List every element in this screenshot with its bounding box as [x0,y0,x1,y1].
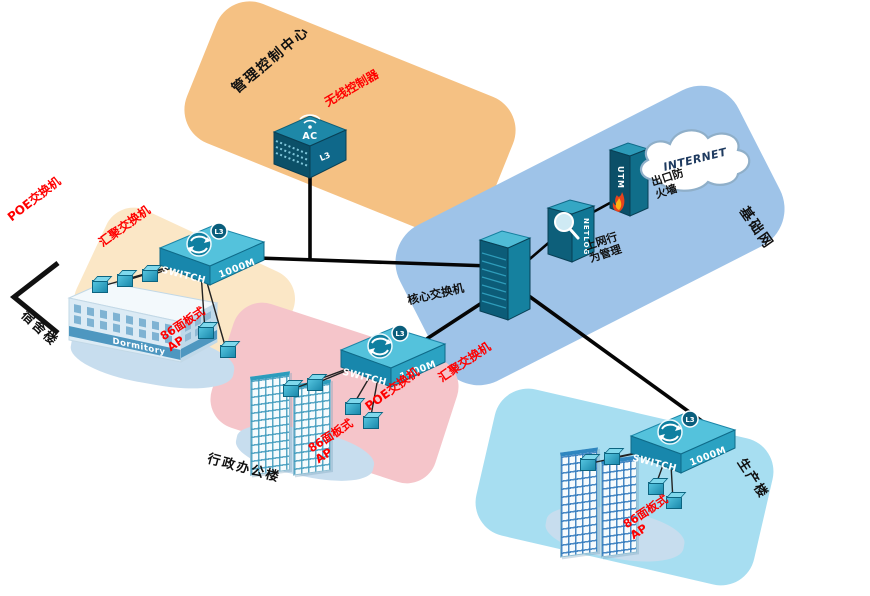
netlog-label: NETLOG [582,218,590,255]
ap-device [307,378,323,391]
circular-arrows-icon [367,333,393,359]
ac-body [272,115,348,179]
ap-device [92,280,108,293]
l3-badge: L3 [391,324,409,342]
ap-device [220,345,236,358]
core-switch-body [478,230,532,321]
utm-label: UTM [616,166,625,189]
annotation-dorm-poe: POE交换机 [4,174,64,225]
l3-badge-label: L3 [395,330,404,338]
dorm-aggregation-switch: L3 SWITCH 1000M [158,222,266,286]
ac-l3-label: L3 [318,150,331,162]
zone-label-dorm: 宿舍楼 [17,307,61,350]
wifi-icon [299,114,321,129]
core-switch [478,230,532,321]
ap-device [117,274,133,287]
ap-device [283,384,299,397]
ap-device [580,458,596,471]
ap-device [142,269,158,282]
ap-device [363,416,379,429]
internet-cloud: INTERNET [639,129,751,192]
l3-badge: L3 [210,222,228,240]
l3-badge-label: L3 [685,416,694,424]
prod-aggregation-switch: L3 SWITCH 1000M [629,410,737,474]
l3-badge: L3 [681,410,699,428]
l3-badge-label: L3 [214,228,223,236]
ap-device [604,452,620,465]
circular-arrows-icon [186,231,212,257]
magnifier-icon [554,212,580,240]
ap-device [345,402,361,415]
circular-arrows-icon [657,419,683,445]
ac-label: AC [302,131,317,142]
wireless-controller-ac: AC L3 [272,114,348,179]
